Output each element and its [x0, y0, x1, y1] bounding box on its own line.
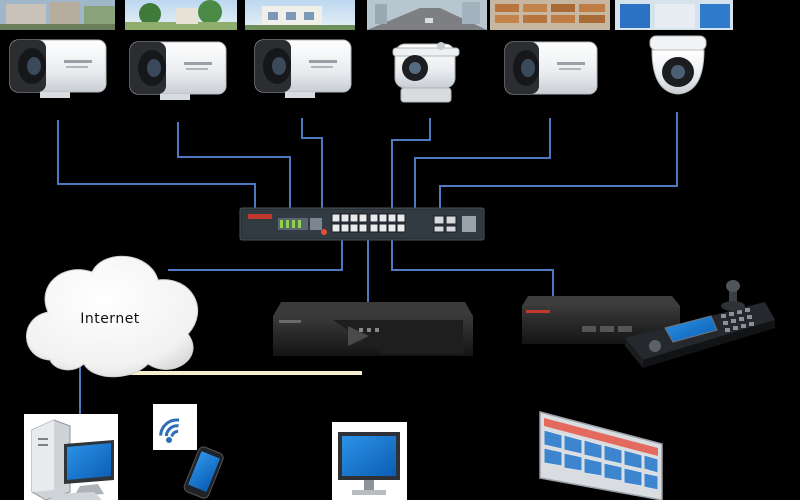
bullet-camera-icon	[9, 39, 107, 98]
scene-office	[615, 0, 733, 30]
scene-warehouse	[490, 0, 610, 30]
link-camera-2	[177, 122, 291, 208]
housing-camera-icon	[392, 42, 460, 103]
network-links	[57, 112, 678, 432]
scene-residential	[0, 0, 115, 30]
internet-label: Internet	[80, 311, 140, 327]
dome-camera-icon	[649, 35, 707, 95]
link-camera-3	[301, 118, 323, 208]
link-camera-5	[414, 118, 551, 208]
video-wall-icon	[539, 411, 663, 500]
internet-cloud: Internet	[26, 255, 199, 378]
link-camera-1	[57, 120, 256, 208]
scene-building	[245, 0, 355, 30]
scene-photo-strip	[0, 0, 733, 30]
bullet-camera-icon	[254, 39, 352, 98]
link-switch-decoder	[391, 240, 554, 296]
decoder-icon	[522, 296, 680, 344]
bullet-camera-icon	[129, 41, 227, 100]
link-camera-4	[391, 118, 431, 208]
nvr-recorder-icon	[273, 302, 473, 356]
poe-switch-icon	[239, 207, 485, 241]
wifi-icon	[153, 404, 197, 450]
scene-street	[367, 0, 487, 30]
scene-park	[125, 0, 237, 30]
control-keyboard-icon	[625, 280, 775, 368]
link-switch-cloud	[168, 240, 343, 271]
monitor-icon	[332, 422, 407, 500]
link-camera-6	[439, 112, 678, 208]
desktop-pc-icon	[24, 414, 118, 500]
smartphone-icon	[183, 446, 224, 499]
bullet-camera-icon	[504, 41, 598, 95]
